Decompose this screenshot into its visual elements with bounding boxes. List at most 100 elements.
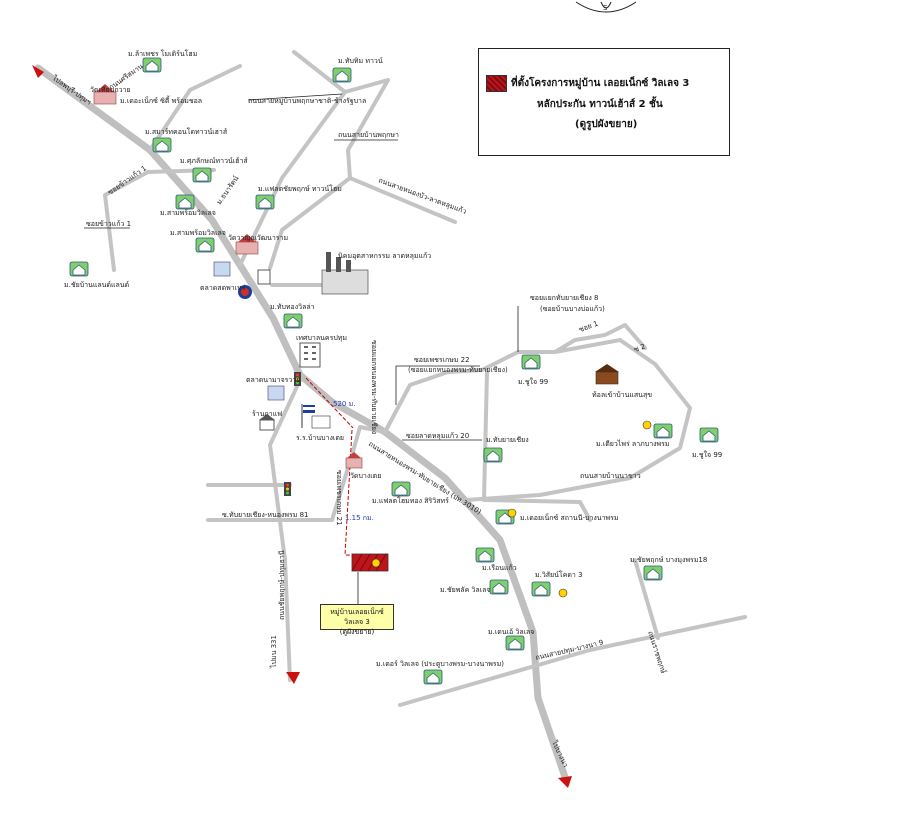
label-l39: ถนนสายบ้านนาขาว bbox=[580, 472, 641, 480]
road-project-access bbox=[206, 453, 354, 522]
legend-note: (ดูรูปผังขยาย) bbox=[575, 119, 638, 130]
info-marker-icon bbox=[507, 508, 517, 518]
house-icon bbox=[391, 481, 411, 497]
road-east-loop bbox=[383, 338, 692, 502]
temple-icon bbox=[235, 234, 259, 255]
road-south-east-diag bbox=[398, 615, 747, 707]
legend-box: ที่ตั้งโครงการหมู่บ้าน เลอยเน็กซ์ วิลเลจ… bbox=[478, 48, 730, 156]
building-icon bbox=[299, 342, 321, 368]
tower-icon bbox=[257, 269, 271, 285]
label-l48: ถนนราชพฤกษ์ bbox=[646, 630, 667, 675]
label-l44: ม.ชัยพฤกษ์ บางมุงพรม18 bbox=[630, 556, 707, 564]
house-icon bbox=[283, 313, 303, 329]
label-l03: วัดเทียนถวาย bbox=[90, 86, 131, 94]
label-l11: ม.แฟลตชัยพฤกษ์ ทาวน์โฮม bbox=[258, 184, 342, 193]
house-icon bbox=[69, 261, 89, 277]
label-l33: ซอยลาดหลุมแก้ว 20 bbox=[406, 432, 469, 440]
label-l49: ม.เดนเอ้ วิลเลจ bbox=[488, 628, 534, 636]
label-l36: ม.ชูใจ 99 bbox=[692, 450, 722, 459]
label-l13b: ม.สามพร้อมวิลเลจ bbox=[170, 229, 226, 237]
house-icon bbox=[483, 447, 503, 463]
label-l22: ซอยแยกทับยายเชียง 8 bbox=[530, 294, 598, 302]
house-icon bbox=[142, 57, 162, 73]
compass-icon: S bbox=[575, 1, 637, 13]
road-left-vertical-label: ถนนชัยพฤกษ์-ปทุมธานี bbox=[278, 550, 286, 620]
label-l04: ม.เดอะเน็กซ์ ซิตี้ พร้อมชอล bbox=[120, 94, 202, 105]
road-north-connector bbox=[268, 176, 352, 270]
label-l20: เทศบาลนครปทุม bbox=[296, 334, 347, 342]
label-l32: ร.ร.บ้านบางเตย bbox=[296, 434, 344, 442]
house-icon bbox=[653, 423, 673, 439]
road-east-inner bbox=[482, 370, 489, 502]
direction-bottom-left: ไปมน 331 bbox=[269, 635, 278, 669]
gas-station-icon bbox=[238, 285, 252, 299]
road-west-branch bbox=[103, 168, 216, 272]
label-l14: วัดวาญณุวัฒนาราม bbox=[228, 234, 288, 242]
road-north-fork-west bbox=[238, 50, 347, 267]
label-l24: ซอย 1 bbox=[578, 320, 599, 334]
house-icon bbox=[195, 237, 215, 253]
label-l21: ซอยแยกหนองพรม-ทับยายเชียง bbox=[370, 340, 378, 434]
landmarks bbox=[93, 84, 652, 598]
label-l12: ม.ธนารัตน์ bbox=[215, 174, 241, 206]
label-l34: ม.เตียวไพร่ ลาภบางพรม bbox=[596, 439, 670, 448]
arrow-south-left-icon bbox=[286, 672, 300, 684]
info-marker-icon bbox=[558, 588, 568, 598]
label-l07: ถนนสายบ้านพฤกษา bbox=[338, 131, 399, 139]
house-icon bbox=[505, 635, 525, 651]
label-l29: ซ 2 bbox=[633, 342, 646, 353]
distance-1-15: 1.15 กม. bbox=[345, 514, 374, 522]
resort-house-icon bbox=[595, 364, 619, 385]
market-icon bbox=[267, 385, 285, 401]
label-l42: ม.แฟลตโฮมทอง สิริวิสทร์ bbox=[372, 496, 449, 505]
label-l30: ท้อลเข้าบ้านแสนสุข bbox=[592, 391, 652, 399]
temple-icon bbox=[345, 452, 363, 469]
label-l51: ม.เดอร์ วิลเลจ (ประตูบางพรม-บางนาพรม) bbox=[376, 660, 504, 668]
distance-markers: 520 ม. 1.15 กม. bbox=[305, 377, 374, 557]
road-network bbox=[34, 50, 747, 784]
label-l16: ม.ชัยบ้านแลนด์แลนด์ bbox=[64, 281, 129, 289]
road-soi-east bbox=[633, 558, 660, 640]
house-icons bbox=[69, 57, 719, 685]
label-l17: นิคมอุตสาหกรรม ลาดหลุมแก้ว bbox=[338, 252, 431, 260]
project-site-marker bbox=[351, 553, 389, 604]
label-l41: ซอยเพชรเกษม 21 bbox=[335, 470, 343, 526]
house-icon bbox=[152, 137, 172, 153]
legend-subtitle: หลักประกัน ทาวน์เฮ้าส์ 2 ชั้น bbox=[537, 99, 663, 110]
project-callout-line1: หมู่บ้านเลอยเน็กซ์ วิลเลจ 3 bbox=[330, 608, 384, 626]
label-l23: (ซอยบ้านบางบ่อแก้ว) bbox=[540, 305, 605, 313]
label-l43: ม.เดอยเน็กซ์ สถานนี-บางนาพรม bbox=[520, 513, 619, 522]
house-icon bbox=[255, 194, 275, 210]
temple-icon bbox=[93, 84, 117, 105]
label-l08: ม.ศุภลักษณ์ทาวน์เฮ้าส์ bbox=[180, 157, 248, 165]
label-l02: ม.ทับทิม ทาวน์ bbox=[338, 57, 383, 65]
road-east-top bbox=[553, 323, 647, 354]
traffic-light-icon bbox=[294, 372, 301, 386]
distance-520: 520 ม. bbox=[333, 400, 355, 408]
label-l25: ซอยเพชรเกษม 22 bbox=[414, 356, 470, 364]
leader-lines bbox=[84, 93, 519, 441]
label-l35: ม.ทับยายเชียง bbox=[486, 436, 529, 444]
house-icon bbox=[495, 509, 515, 525]
house-icon bbox=[175, 194, 195, 210]
arrow-south-right-icon bbox=[558, 776, 572, 788]
house-icon bbox=[192, 167, 212, 183]
info-marker-icon bbox=[642, 420, 652, 430]
label-l45: ม.เรือนแก้ว bbox=[482, 564, 517, 572]
svg-text:S: S bbox=[603, 4, 608, 12]
direction-top-left: ไปลพบุรี-ปทุมฯ bbox=[50, 73, 93, 107]
traffic-light-icon bbox=[284, 482, 291, 496]
legend-swatch bbox=[486, 75, 507, 92]
label-l06: ม.สมาร์ทคอนโดทาวน์เฮาส์ bbox=[145, 127, 228, 136]
project-callout-line2: (ดูผังขยาย) bbox=[339, 628, 375, 636]
road-north-fork-east bbox=[343, 78, 457, 224]
label-l19: ม.ทับทองวิลล่า bbox=[270, 303, 315, 311]
school-flag-icon bbox=[301, 404, 331, 429]
house-icon bbox=[475, 547, 495, 563]
label-l13: ม.สามพร้อมวิลเลจ bbox=[160, 209, 216, 217]
shop-icon bbox=[259, 414, 275, 431]
label-l18: ตลาดสดพาเหร่ bbox=[200, 284, 246, 292]
label-l15: ซอยข้าวแก้ว 1 bbox=[86, 220, 131, 228]
house-icon bbox=[643, 565, 663, 581]
